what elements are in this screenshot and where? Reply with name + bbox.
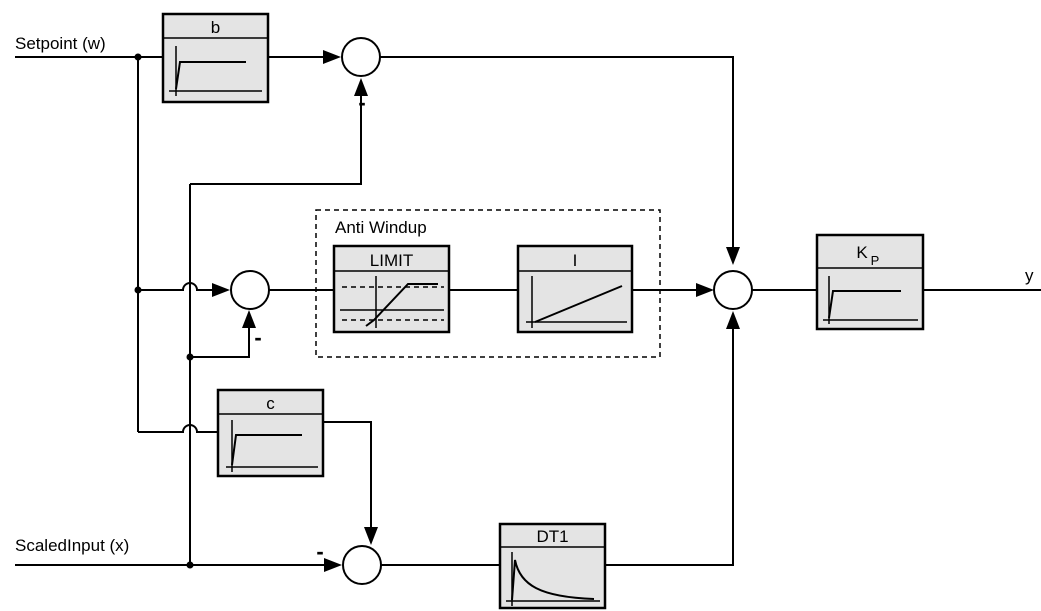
setpoint-label: Setpoint (w): [15, 34, 106, 53]
minus-sign-anti-windup: -: [254, 325, 261, 350]
summation-anti-windup: [230, 270, 270, 310]
summation-bottom: [342, 545, 382, 585]
block-limit: LIMIT: [332, 244, 451, 334]
summation-top: [341, 37, 381, 77]
summation-main: [713, 270, 753, 310]
minus-sign-bottom: -: [316, 539, 323, 564]
block-b: b: [161, 12, 270, 104]
anti-windup-label: Anti Windup: [335, 218, 427, 237]
scaled-input-wiring: [15, 78, 368, 572]
block-dt1: DT1: [498, 522, 607, 610]
block-kp-label: K: [856, 243, 868, 262]
block-limit-label: LIMIT: [370, 251, 413, 270]
output-label: y: [1025, 266, 1034, 285]
block-c-label: c: [266, 394, 275, 413]
setpoint-wiring: [15, 53, 230, 433]
block-dt1-label: DT1: [536, 527, 568, 546]
block-b-label: b: [211, 18, 220, 37]
block-integrator-label: I: [573, 251, 578, 270]
block-kp-subscript: P: [871, 253, 880, 268]
block-integrator: I: [516, 244, 634, 334]
block-c: c: [216, 388, 325, 478]
scaled-input-label: ScaledInput (x): [15, 536, 129, 555]
anti-windup-group: [315, 209, 661, 358]
block-kp: K P: [815, 233, 925, 331]
